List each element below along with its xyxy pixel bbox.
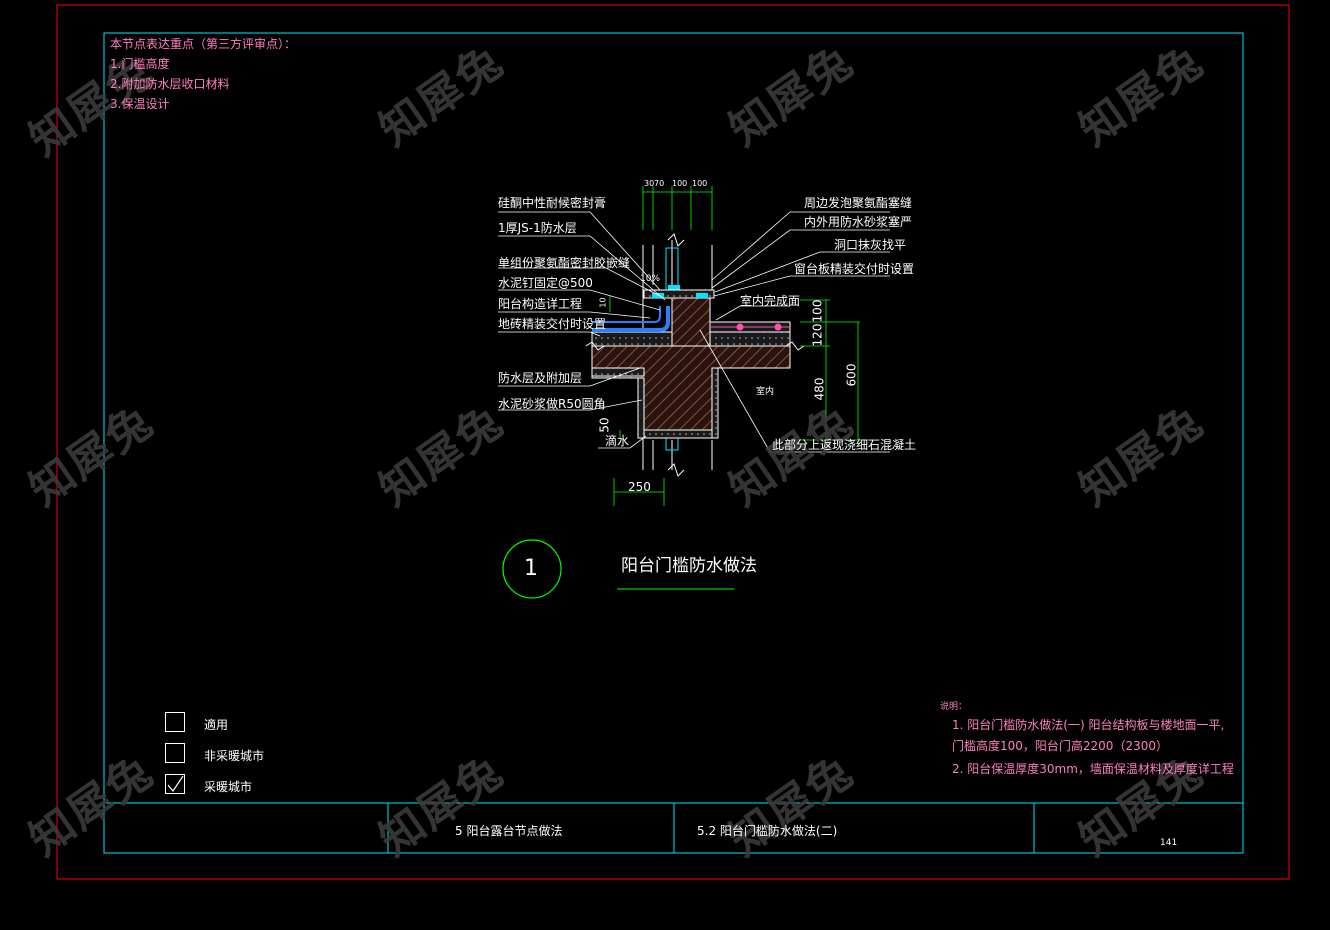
label-window-sill: 窗台板精装交付时设置 xyxy=(794,262,915,276)
label-waterproof-layer: 防水层及附加层 xyxy=(498,371,583,385)
callout-number: 1 xyxy=(524,556,538,581)
dim-480: 480 xyxy=(812,377,827,401)
title-block-section: 5 阳台露台节点做法 xyxy=(455,824,563,838)
dim-50: 50 xyxy=(597,417,612,433)
detail-title: 阳台门槛防水做法 xyxy=(621,556,757,576)
dim-top-100: 100 xyxy=(672,179,688,188)
room-label: 室内 xyxy=(756,387,775,397)
legend-label: 非采暖城市 xyxy=(204,749,265,763)
notes-heading: 说明： xyxy=(940,702,968,712)
label-mortar-seal: 内外用防水砂浆塞严 xyxy=(804,215,913,229)
dim-250: 250 xyxy=(628,480,651,494)
dim-10: 10 xyxy=(598,297,608,308)
review-notes-heading: 本节点表达重点（第三方评审点）： xyxy=(110,37,297,51)
label-balcony-structure: 阳台构造详工程 xyxy=(498,297,583,311)
dim-top-100b: 100 xyxy=(692,179,708,188)
legend-label: 采暖城市 xyxy=(204,780,253,794)
label-nail-fix: 水泥钉固定@500 xyxy=(498,276,593,290)
note-line: 2. 阳台保温厚度30mm，墙面保温材料及厚度详工程 xyxy=(952,762,1234,776)
dim-top-30: 30 xyxy=(644,179,655,188)
note-line: 1. 阳台门槛防水做法(一) 阳台结构板与楼地面一平, xyxy=(952,718,1225,732)
legend-label: 適用 xyxy=(204,718,229,732)
legend-checkbox-non-heating[interactable] xyxy=(165,743,185,763)
callout-circle xyxy=(502,539,562,599)
page-number: 141 xyxy=(1160,838,1178,848)
detail-drawing xyxy=(498,186,890,599)
legend-checkbox-applicable[interactable] xyxy=(165,712,185,732)
label-drip: 滴水 xyxy=(605,434,630,448)
label-foam-fill: 周边发泡聚氨酯塞缝 xyxy=(804,196,913,210)
review-note-item: 2.附加防水层收口材料 xyxy=(110,77,230,91)
label-r50-fillet: 水泥砂浆做R50圆角 xyxy=(498,397,606,411)
note-line: 门槛高度100，阳台门高2200（2300） xyxy=(952,739,1168,753)
label-interior-finish: 室内完成面 xyxy=(740,294,801,308)
dim-120: 120 xyxy=(810,323,825,347)
review-note-item: 3.保温设计 xyxy=(110,97,170,111)
dim-100: 100 xyxy=(810,299,825,323)
label-floor-tile: 地砖精装交付时设置 xyxy=(498,317,607,331)
dim-600: 600 xyxy=(844,363,859,387)
check-icon xyxy=(167,775,184,793)
label-cast-concrete: 此部分上返现浇细石混凝土 xyxy=(772,438,917,452)
label-opening-plaster: 洞口抹灰找平 xyxy=(834,238,907,252)
review-note-item: 1.门槛高度 xyxy=(110,57,170,71)
dim-slope: 10% xyxy=(640,274,661,284)
legend-checkbox-heating[interactable] xyxy=(165,774,185,794)
title-block-subsection: 5.2 阳台门槛防水做法(二) xyxy=(697,824,838,838)
label-sealant: 硅酮中性耐候密封膏 xyxy=(498,196,607,210)
dim-top-70: 70 xyxy=(654,179,665,188)
label-js-waterproof: 1厚JS-1防水层 xyxy=(498,221,577,235)
label-pu-joint: 单组份聚氨酯密封胶嵌缝 xyxy=(498,256,631,270)
